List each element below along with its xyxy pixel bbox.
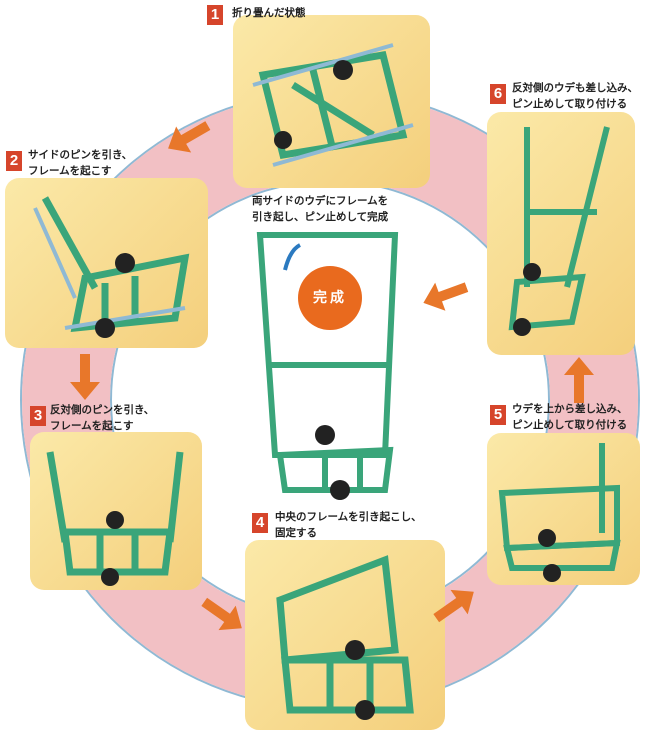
caption-line: 引き起し、ピン止めして完成 — [252, 211, 389, 223]
caption-line: フレームを起こす — [28, 165, 112, 177]
step-4-caption: 中央のフレームを引き起こし、固定する — [275, 509, 422, 541]
arrow-icon — [70, 354, 100, 400]
step-1-number: 1 — [207, 5, 223, 25]
caption-line: ピン止めして取り付ける — [512, 419, 628, 431]
caption-line: 中央のフレームを引き起こし、 — [275, 511, 422, 523]
step-6-number: 6 — [490, 84, 506, 104]
step-4-number: 4 — [252, 513, 268, 533]
arrow-icon — [433, 589, 474, 623]
step-2-number: 2 — [6, 151, 22, 171]
caption-line: 折り畳んだ状態 — [232, 7, 306, 19]
step-3-number: 3 — [30, 406, 46, 426]
arrow-icon — [423, 282, 469, 311]
step-5-caption: ウデを上から差し込み、ピン止めして取り付ける — [512, 401, 628, 433]
step-3-caption: 反対側のピンを引き、フレームを起こす — [50, 402, 154, 434]
step-1-caption: 折り畳んだ状態 — [232, 5, 306, 21]
step-6-caption: 反対側のウデも差し込み、ピン止めして取り付ける — [512, 80, 638, 112]
caption-line: 反対側のピンを引き、 — [50, 404, 155, 416]
step-1-photo — [233, 15, 430, 188]
caption-line: 固定する — [275, 527, 317, 539]
arrow-icon — [201, 597, 242, 631]
caption-line: 反対側のウデも差し込み、 — [512, 82, 638, 94]
step-2-caption: サイドのピンを引き、フレームを起こす — [28, 147, 132, 179]
caption-line: ピン止めして取り付ける — [512, 98, 628, 110]
caption-line: フレームを起こす — [50, 420, 134, 432]
step-6-photo — [487, 112, 635, 355]
step-2-photo — [5, 178, 208, 348]
step-3-photo — [30, 432, 202, 590]
center-caption: 両サイドのウデにフレームを引き起し、ピン止めして完成 — [252, 193, 388, 225]
step-5-number: 5 — [490, 405, 506, 425]
arrow-icon — [168, 121, 211, 153]
caption-line: ウデを上から差し込み、 — [512, 403, 628, 415]
caption-line: サイドのピンを引き、 — [28, 149, 133, 161]
step-4-photo — [245, 540, 445, 730]
step-5-photo — [487, 433, 640, 585]
arrow-icon — [564, 357, 594, 403]
complete-badge: 完成 — [298, 266, 362, 330]
caption-line: 両サイドのウデにフレームを — [252, 195, 389, 207]
